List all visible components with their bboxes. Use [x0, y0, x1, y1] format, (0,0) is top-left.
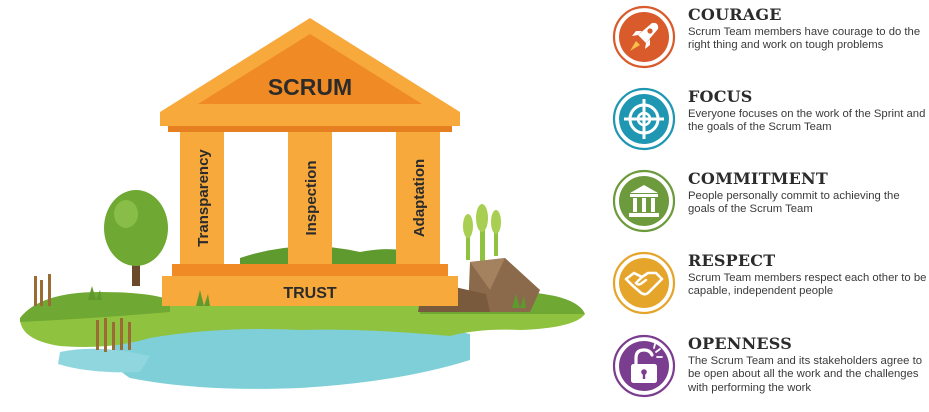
reeds-left — [34, 274, 131, 352]
grass-tufts — [88, 286, 526, 308]
value-commitment: COMMITMENT People personally commit to a… — [612, 169, 922, 233]
roof-label: SCRUM — [268, 74, 352, 100]
pillar-label-transparency: Transparency — [195, 149, 212, 247]
pillar-label-inspection: Inspection — [303, 160, 320, 235]
value-courage: COURAGE Scrum Team members have courage … — [612, 5, 922, 69]
value-description: Scrum Team members respect each other to… — [688, 272, 927, 298]
value-title: COURAGE — [688, 5, 782, 24]
building-icon — [612, 169, 676, 233]
value-respect: RESPECT Scrum Team members respect each … — [612, 251, 926, 315]
plant-right — [463, 204, 501, 280]
value-title: FOCUS — [688, 87, 753, 106]
value-description: The Scrum Team and its stakeholders agre… — [688, 355, 923, 394]
value-description: Scrum Team members have courage to do th… — [688, 26, 921, 52]
value-title: COMMITMENT — [688, 169, 828, 188]
value-focus: FOCUS Everyone focuses on the work of th… — [612, 87, 925, 151]
rocket-icon — [612, 5, 676, 69]
water — [58, 322, 470, 389]
value-description: People personally commit to achieving th… — [688, 190, 900, 216]
temple: SCRUM Transparency Inspection Adaptation… — [160, 18, 460, 306]
unlock-icon — [612, 334, 676, 398]
base-label: TRUST — [283, 285, 337, 302]
value-title: RESPECT — [688, 251, 776, 270]
handshake-icon — [612, 251, 676, 315]
value-title: OPENNESS — [688, 334, 792, 353]
tree-left — [104, 190, 168, 286]
pillar-label-adaptation: Adaptation — [411, 159, 428, 237]
target-icon — [612, 87, 676, 151]
scrum-temple-illustration: SCRUM Transparency Inspection Adaptation… — [20, 18, 585, 389]
value-openness: OPENNESS The Scrum Team and its stakehol… — [612, 334, 922, 398]
value-description: Everyone focuses on the work of the Spri… — [688, 108, 926, 134]
rocks — [418, 258, 540, 312]
